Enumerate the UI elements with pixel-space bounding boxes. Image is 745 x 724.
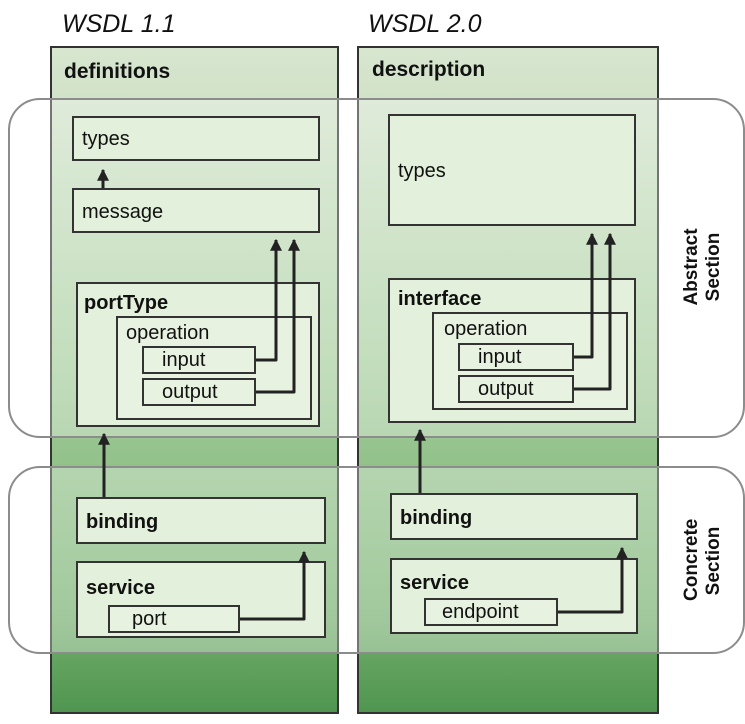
arrow-port-to-binding [240,552,304,619]
arrow-input-to-message [256,240,276,360]
arrow-input-to-types [574,234,592,357]
arrow-endpoint-to-binding [558,548,622,612]
